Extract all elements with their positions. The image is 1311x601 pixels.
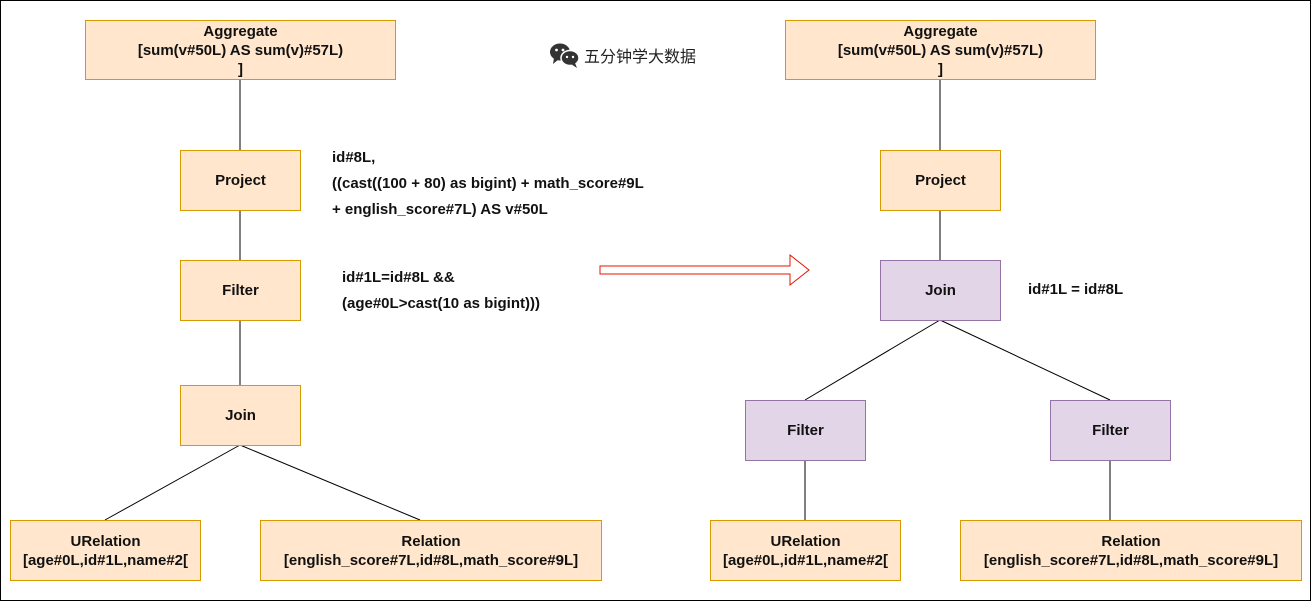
node-title: Filter: [787, 422, 824, 439]
node-title: Relation: [1101, 532, 1161, 550]
project-node-right[interactable]: Project: [880, 150, 1001, 211]
node-title: Relation: [401, 532, 461, 550]
join-node-right[interactable]: Join: [880, 260, 1001, 321]
node-title: URelation: [70, 532, 141, 550]
urelation-node-right[interactable]: URelation [age#0L,id#1L,name#2[: [710, 520, 901, 581]
relation-node-left[interactable]: Relation [english_score#7L,id#8L,math_sc…: [260, 520, 602, 581]
filter-node-right-left[interactable]: Filter: [745, 400, 866, 461]
filter-node-left[interactable]: Filter: [180, 260, 301, 321]
note-line: id#1L=id#8L &&: [342, 269, 455, 286]
filter-node-right-right[interactable]: Filter: [1050, 400, 1171, 461]
aggregate-node-left[interactable]: Aggregate [sum(v#50L) AS sum(v)#57L) ]: [85, 20, 396, 80]
node-title: Join: [225, 407, 256, 424]
node-title: Project: [215, 172, 266, 189]
watermark: 五分钟学大数据: [549, 42, 696, 68]
aggregate-node-right[interactable]: Aggregate [sum(v#50L) AS sum(v)#57L) ]: [785, 20, 1096, 80]
node-title: Filter: [222, 282, 259, 299]
node-title: Join: [925, 282, 956, 299]
urelation-node-left[interactable]: URelation [age#0L,id#1L,name#2[: [10, 520, 201, 581]
note-line: id#8L,: [332, 149, 376, 166]
node-detail: [age#0L,id#1L,name#2[: [722, 551, 889, 569]
note-line: + english_score#7L) AS v#50L: [332, 201, 548, 218]
node-detail: [age#0L,id#1L,name#2[: [22, 551, 189, 569]
node-detail-end: ]: [938, 60, 943, 78]
node-title: Project: [915, 172, 966, 189]
node-title: Aggregate: [903, 22, 978, 40]
node-detail: [sum(v#50L) AS sum(v)#57L): [837, 41, 1044, 59]
watermark-text: 五分钟学大数据: [584, 47, 697, 66]
node-title: Filter: [1092, 422, 1129, 439]
edge-join-filter-right-right: [939, 319, 1111, 401]
node-detail: [english_score#7L,id#8L,math_score#9L]: [983, 551, 1279, 569]
filter-condition-note: id#1L=id#8L && (age#0L>cast(10 as bigint…: [342, 265, 540, 317]
node-detail-end: ]: [238, 60, 243, 78]
node-detail: [english_score#7L,id#8L,math_score#9L]: [283, 551, 579, 569]
note-line: (age#0L>cast(10 as bigint))): [342, 295, 540, 312]
node-title: URelation: [770, 532, 841, 550]
wechat-icon: [550, 43, 580, 68]
right-arrow-icon: [599, 253, 810, 287]
note-line: id#1L = id#8L: [1028, 281, 1124, 298]
join-node-left[interactable]: Join: [180, 385, 301, 446]
relation-node-right[interactable]: Relation [english_score#7L,id#8L,math_sc…: [960, 520, 1302, 581]
project-node-left[interactable]: Project: [180, 150, 301, 211]
node-title: Aggregate: [203, 22, 278, 40]
note-line: ((cast((100 + 80) as bigint) + math_scor…: [332, 175, 644, 192]
project-expression-note: id#8L, ((cast((100 + 80) as bigint) + ma…: [332, 145, 644, 223]
edge-join-relation-left: [239, 444, 421, 521]
edge-join-filter-left-right: [804, 319, 941, 401]
node-detail: [sum(v#50L) AS sum(v)#57L): [137, 41, 344, 59]
edge-join-urelation-left: [104, 444, 241, 521]
join-condition-note: id#1L = id#8L: [1028, 277, 1123, 303]
